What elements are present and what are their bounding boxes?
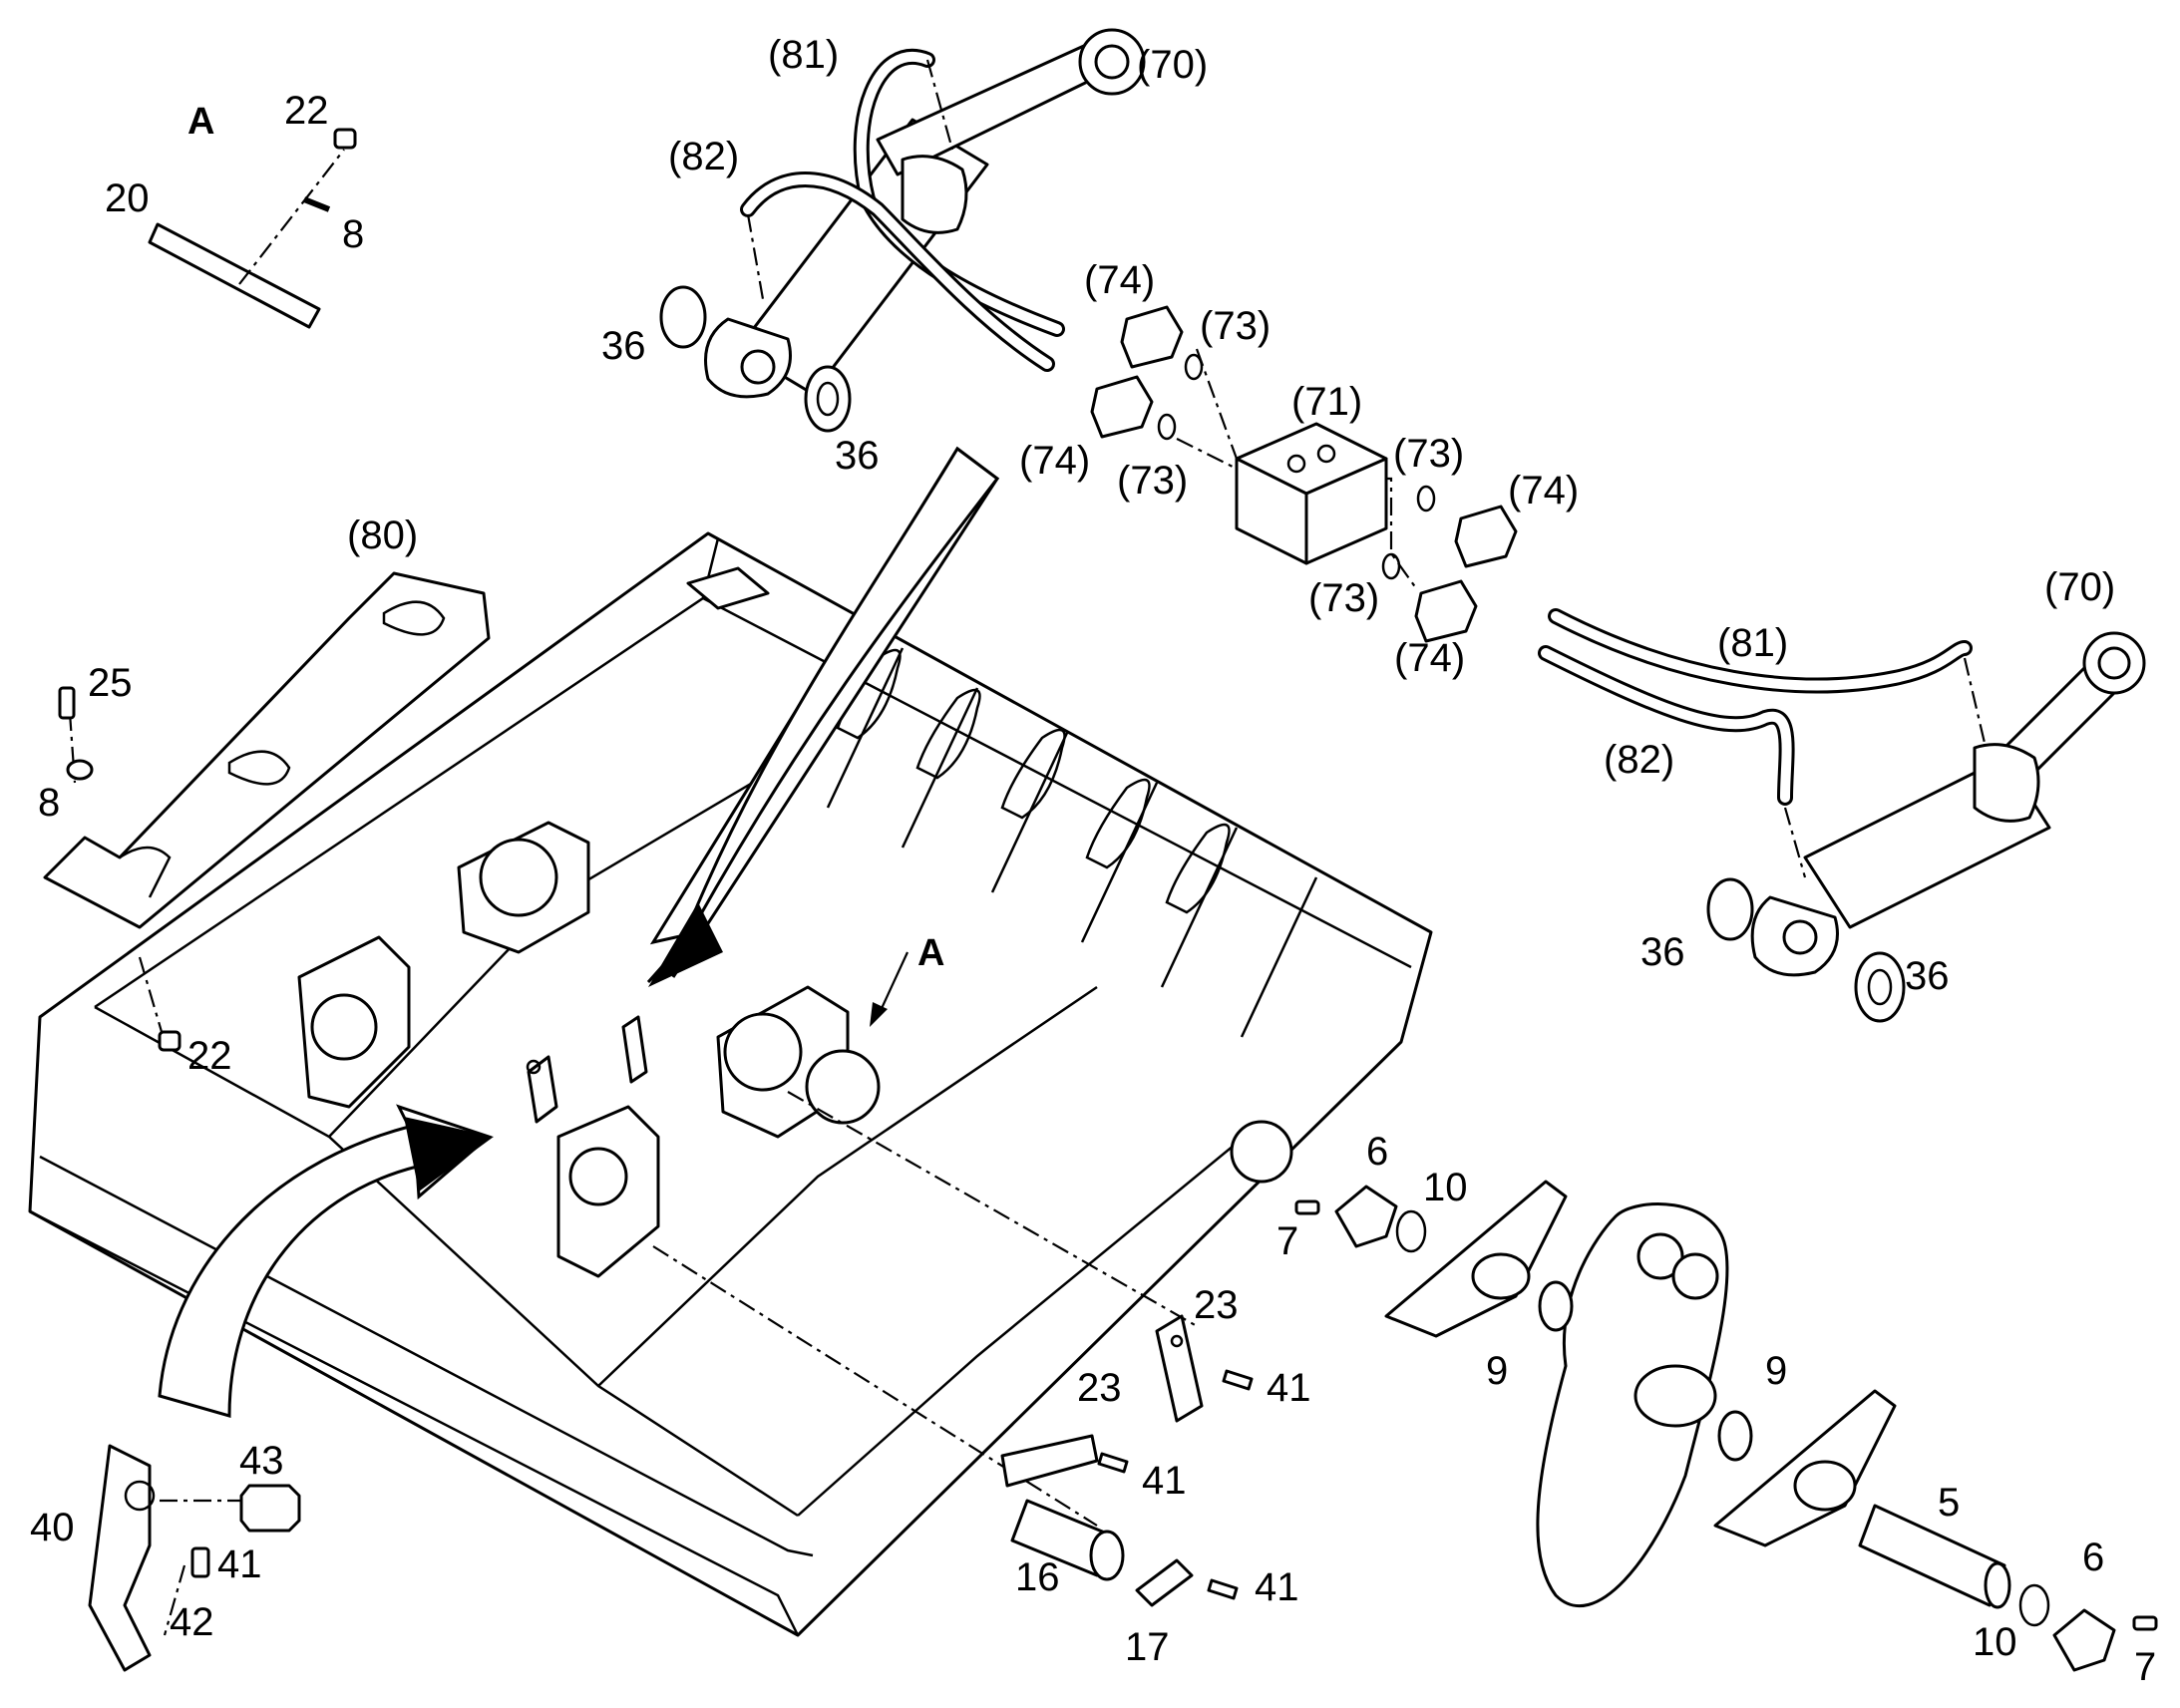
valve-block [1235, 422, 1388, 565]
fitting-icon [158, 1030, 182, 1052]
callout-73-d: (73) [1308, 576, 1379, 620]
callout-74-c: (74) [1508, 469, 1579, 512]
view-a-arrowhead [870, 1002, 888, 1027]
flange-clamp-icon [1381, 485, 1518, 643]
callout-43: 43 [239, 1439, 284, 1483]
bolt-icon [1097, 1452, 1129, 1474]
callout-6-a: 6 [1366, 1130, 1388, 1174]
callout-22: 22 [187, 1034, 232, 1078]
callout-5: 5 [1938, 1481, 1960, 1525]
pivot-lug [1536, 1202, 1729, 1608]
callout-70-upper: (70) [1137, 43, 1208, 87]
bolt-icon [2132, 1615, 2158, 1631]
o-ring-icon [2018, 1583, 2050, 1627]
callout-41-b: 41 [1142, 1459, 1187, 1503]
upper-cylinder [704, 28, 1146, 399]
callout-23-b: 23 [1077, 1366, 1122, 1410]
pin-16 [1010, 1499, 1125, 1581]
view-label-a: A [187, 101, 214, 143]
callout-10-b: 10 [1973, 1620, 2017, 1664]
callout-40: 40 [30, 1506, 75, 1549]
callout-36-c: 36 [1640, 930, 1685, 974]
detail-arrow-lower [158, 1104, 494, 1418]
callout-70-lower: (70) [2044, 565, 2115, 609]
callout-9-a: 9 [1486, 1349, 1508, 1393]
callout-8-detail: 8 [342, 212, 364, 256]
callout-6-b: 6 [2082, 1536, 2104, 1579]
callout-20: 20 [105, 176, 150, 220]
washer-icon [1706, 877, 1754, 941]
callout-9-b: 9 [1765, 1349, 1787, 1393]
bolt-icon [1222, 1369, 1254, 1391]
callout-16: 16 [1015, 1555, 1060, 1599]
view-label-a-pointer: A [917, 932, 944, 974]
callout-74-b: (74) [1019, 439, 1090, 483]
callout-74-d: (74) [1394, 636, 1465, 680]
detail-a-pin [148, 128, 357, 329]
callout-81-upper: (81) [768, 33, 839, 77]
callout-41-d: 41 [1255, 1565, 1299, 1609]
plate-23-lower [1000, 1434, 1099, 1488]
plate-17 [1135, 1558, 1194, 1607]
pivot-bracket-right [1713, 1389, 1897, 1547]
callout-36-d: 36 [1905, 954, 1950, 998]
upper-hoses [740, 49, 1065, 372]
pivot-bracket-left [1384, 1180, 1568, 1338]
callout-81-lower: (81) [1717, 621, 1788, 665]
flange-clamp-icon [1090, 305, 1204, 441]
washer-icon [1538, 1280, 1574, 1332]
callout-17: 17 [1125, 1625, 1170, 1669]
callout-41-c: 41 [217, 1542, 262, 1586]
callout-74-a: (74) [1084, 258, 1155, 302]
callout-73-a: (73) [1200, 304, 1271, 348]
callout-42: 42 [170, 1600, 214, 1644]
washer-icon [659, 285, 707, 349]
callout-22-detail: 22 [284, 89, 329, 133]
retainer-icon [2052, 1608, 2116, 1672]
bolt-icon [1207, 1578, 1239, 1600]
view-a-pointer [877, 951, 908, 1018]
plate-23-upper [1155, 1314, 1204, 1423]
callout-73-c: (73) [1393, 432, 1464, 476]
washer-icon [804, 365, 852, 433]
callout-7-b: 7 [2134, 1645, 2156, 1689]
washer-icon [1717, 1410, 1753, 1462]
bolt-icon [1294, 1199, 1320, 1215]
detail-arrow-upper [646, 446, 1000, 987]
callout-23-a: 23 [1194, 1283, 1239, 1327]
callout-82-lower: (82) [1604, 738, 1674, 782]
callout-36-a: 36 [601, 324, 646, 368]
retainer-icon [1334, 1185, 1398, 1248]
lower-hoses [1538, 608, 1987, 878]
main-frame [28, 531, 1433, 1637]
callout-8: 8 [38, 781, 60, 825]
o-ring-icon [1395, 1209, 1427, 1253]
callout-80: (80) [347, 513, 418, 557]
bracket-40 [88, 1444, 156, 1672]
callout-10-a: 10 [1423, 1166, 1468, 1209]
cover-plate [43, 571, 491, 929]
callout-7-a: 7 [1276, 1219, 1298, 1263]
callout-36-b: 36 [835, 434, 880, 478]
callout-73-b: (73) [1117, 459, 1188, 503]
callout-41-a: 41 [1267, 1366, 1311, 1410]
washer-icon [1854, 951, 1906, 1023]
fitting-43 [239, 1484, 301, 1533]
lower-cylinder [1750, 631, 2146, 977]
callout-25: 25 [88, 661, 133, 705]
callout-71: (71) [1291, 380, 1362, 424]
callout-82-upper: (82) [668, 135, 739, 178]
pin-5 [1858, 1504, 2006, 1607]
